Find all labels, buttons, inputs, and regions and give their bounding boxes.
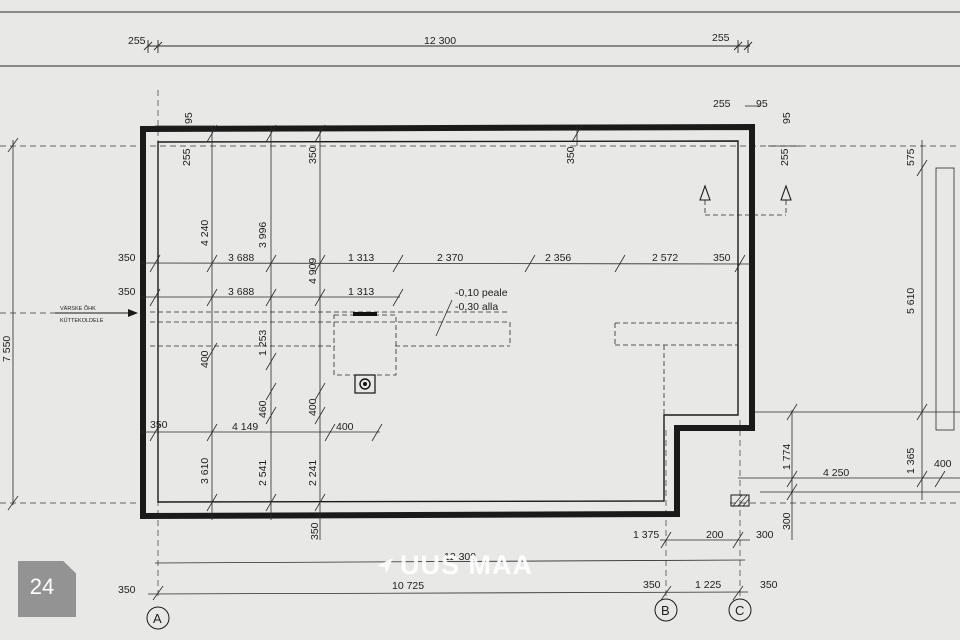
dim-v-350-mid: 350 [565,146,577,164]
axis-bubbles [146,598,752,630]
dim-bottom-1225: 1 225 [695,579,721,591]
dim-row1-350-right: 350 [713,252,731,264]
dim-v-3996: 3 996 [257,222,269,248]
dim-4250: 4 250 [823,467,849,479]
dim-v-300: 300 [781,512,793,530]
dim-v-400-b: 400 [307,398,319,416]
dim-v-1774: 1 774 [781,444,793,470]
top-dimension-chain [143,40,753,53]
dim-tl-95: 95 [183,112,195,124]
fresh-air-inlet-arrow [55,309,138,317]
dim-v-3610: 3 610 [199,458,211,484]
dim-row1-1313: 1 313 [348,252,374,264]
dim-row1-2370: 2 370 [437,252,463,264]
page-number: 24 [29,574,55,599]
dim-v-4240: 4 240 [199,220,211,246]
dim-v-400-a: 400 [199,350,211,368]
dim-bottom-1375: 1 375 [633,529,659,541]
dim-bottom-200: 200 [706,529,724,541]
dim-row1-2356: 2 356 [545,252,571,264]
dim-tr-255: 255 [713,98,731,110]
hatch-lines [732,494,750,507]
dim-tr-95: 95 [756,98,768,110]
dim-bottom-12300: 12 300 [444,551,476,563]
dim-row2-1313: 1 313 [348,286,374,298]
dim-bottom-350-left: 350 [118,584,136,596]
axis-bubble-a [146,606,170,630]
dim-row3-350: 350 [150,419,168,431]
dim-right-575: 575 [905,148,917,166]
dim-v-350-bottom: 350 [309,522,321,540]
watermark-arrow-icon [377,557,393,574]
dim-right-400: 400 [934,458,952,470]
axis-label-a: A [153,611,162,626]
dim-row3-400: 400 [336,421,354,433]
dim-v-2541: 2 541 [257,460,269,486]
dim-row2-350: 350 [118,286,136,298]
dim-top-255-left: 255 [128,35,146,47]
dim-v-350-top: 350 [307,146,319,164]
dim-tr-255-v: 255 [779,148,791,166]
right-side-dimensions [7,137,960,540]
dim-v-1253: 1 253 [257,330,269,356]
dim-row3-4149: 4 149 [232,421,258,433]
dim-row1-2572: 2 572 [652,252,678,264]
hatched-block [730,494,750,507]
watermark-text: UUS MAA [400,550,533,580]
inlet-label-line1: VÄRSKE ÕHK [60,305,96,312]
dim-tr-95-v: 95 [781,112,793,124]
dim-v-2241: 2 241 [307,460,319,486]
dim-row1-3688: 3 688 [228,252,254,264]
sheet-rules [0,11,960,67]
level-note-bottom: -0,30 alla [455,301,498,313]
level-leader [435,299,453,337]
dim-v-460: 460 [257,400,269,418]
dim-row1-350-left: 350 [118,252,136,264]
dim-bottom-300: 300 [756,529,774,541]
dim-right-5610: 5 610 [905,288,917,314]
section-arrows [699,184,792,201]
bottom-dimension-chains [147,531,750,601]
dim-bottom-350-c: 350 [760,579,778,591]
axis-label-c: C [735,603,744,618]
axis-bubble-b [654,598,678,622]
watermark-logo: UUS MAA [376,550,533,581]
page-number-badge: 24 [18,561,76,617]
level-note-top: -0,10 peale [455,287,508,299]
dim-top-255-right: 255 [712,32,730,44]
foundation-wall [140,123,755,520]
stove-symbol [353,312,377,394]
inlet-label-line2: KÜTTEKOLDELE [60,317,104,324]
dim-right-1365: 1 365 [905,448,917,474]
dim-bottom-350-b: 350 [643,579,661,591]
dim-row2-3688: 3 688 [228,286,254,298]
dim-bottom-10725: 10 725 [392,580,424,592]
dim-v-4909: 4 909 [307,258,319,284]
dim-top-12300: 12 300 [424,35,456,47]
dim-tl-255: 255 [181,148,193,166]
axis-label-b: B [661,603,670,618]
inner-dimension-lines [139,105,760,540]
axis-bubble-c [728,598,752,622]
dim-left-7550: 7 550 [1,336,13,362]
